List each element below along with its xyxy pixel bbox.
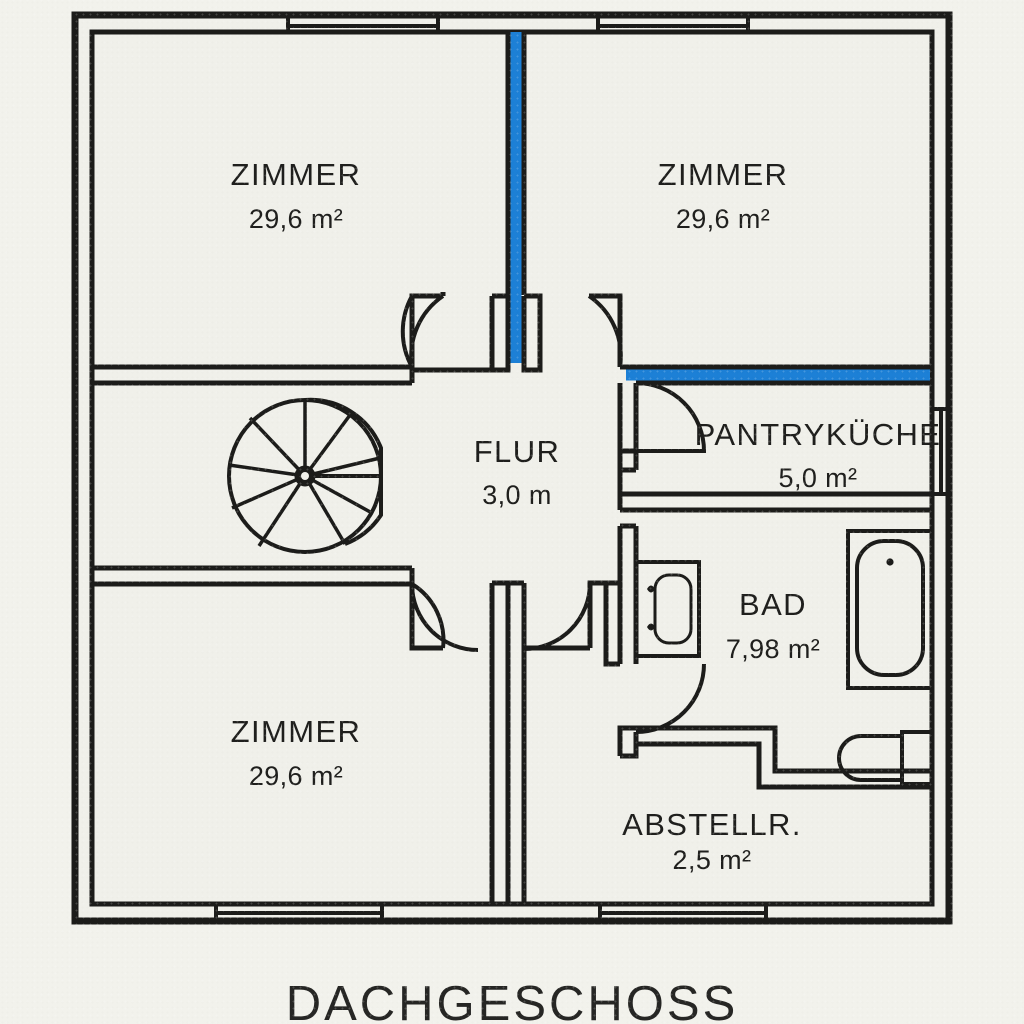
door-zimmer-top-left [400,295,414,368]
door-zimmer-top-right [587,294,623,368]
room-area-bad: 7,98 m² [726,634,820,664]
highlighted-walls [510,32,930,381]
room-area-abstellraum: 2,5 m² [673,845,752,875]
door-bad [523,582,592,651]
window-bottom-right [598,902,768,923]
room-labels: ZIMMER 29,6 m² ZIMMER 29,6 m² FLUR 3,0 m… [231,157,942,875]
door-abstellraum [635,663,706,734]
room-name-pantrykueche: PANTRYKÜCHE [695,417,942,452]
room-name-zimmer-bottom-left: ZIMMER [231,714,362,749]
window-bottom-left [214,902,384,923]
room-name-zimmer-top-left: ZIMMER [231,157,362,192]
toilet [837,730,934,786]
spiral-staircase [227,397,383,554]
window-top-left [286,13,440,34]
room-name-abstellraum: ABSTELLR. [622,807,802,842]
door-zimmer-bottom-left [410,583,479,652]
room-area-pantrykueche: 5,0 m² [779,463,858,493]
doors [400,292,707,744]
washbasin [634,560,701,658]
door-pantrykueche [635,381,707,453]
room-name-flur: FLUR [474,434,561,469]
window-top-right [596,13,750,34]
room-name-zimmer-top-right: ZIMMER [658,157,789,192]
room-name-bad: BAD [739,587,807,622]
room-area-flur: 3,0 m [482,480,552,510]
bathtub [846,529,934,690]
room-area-zimmer-top-left: 29,6 m² [249,204,343,234]
room-area-zimmer-top-right: 29,6 m² [676,204,770,234]
window-right-pantry [930,407,951,496]
room-area-zimmer-bottom-left: 29,6 m² [249,761,343,791]
plan-title: DACHGESCHOSS [286,977,739,1024]
